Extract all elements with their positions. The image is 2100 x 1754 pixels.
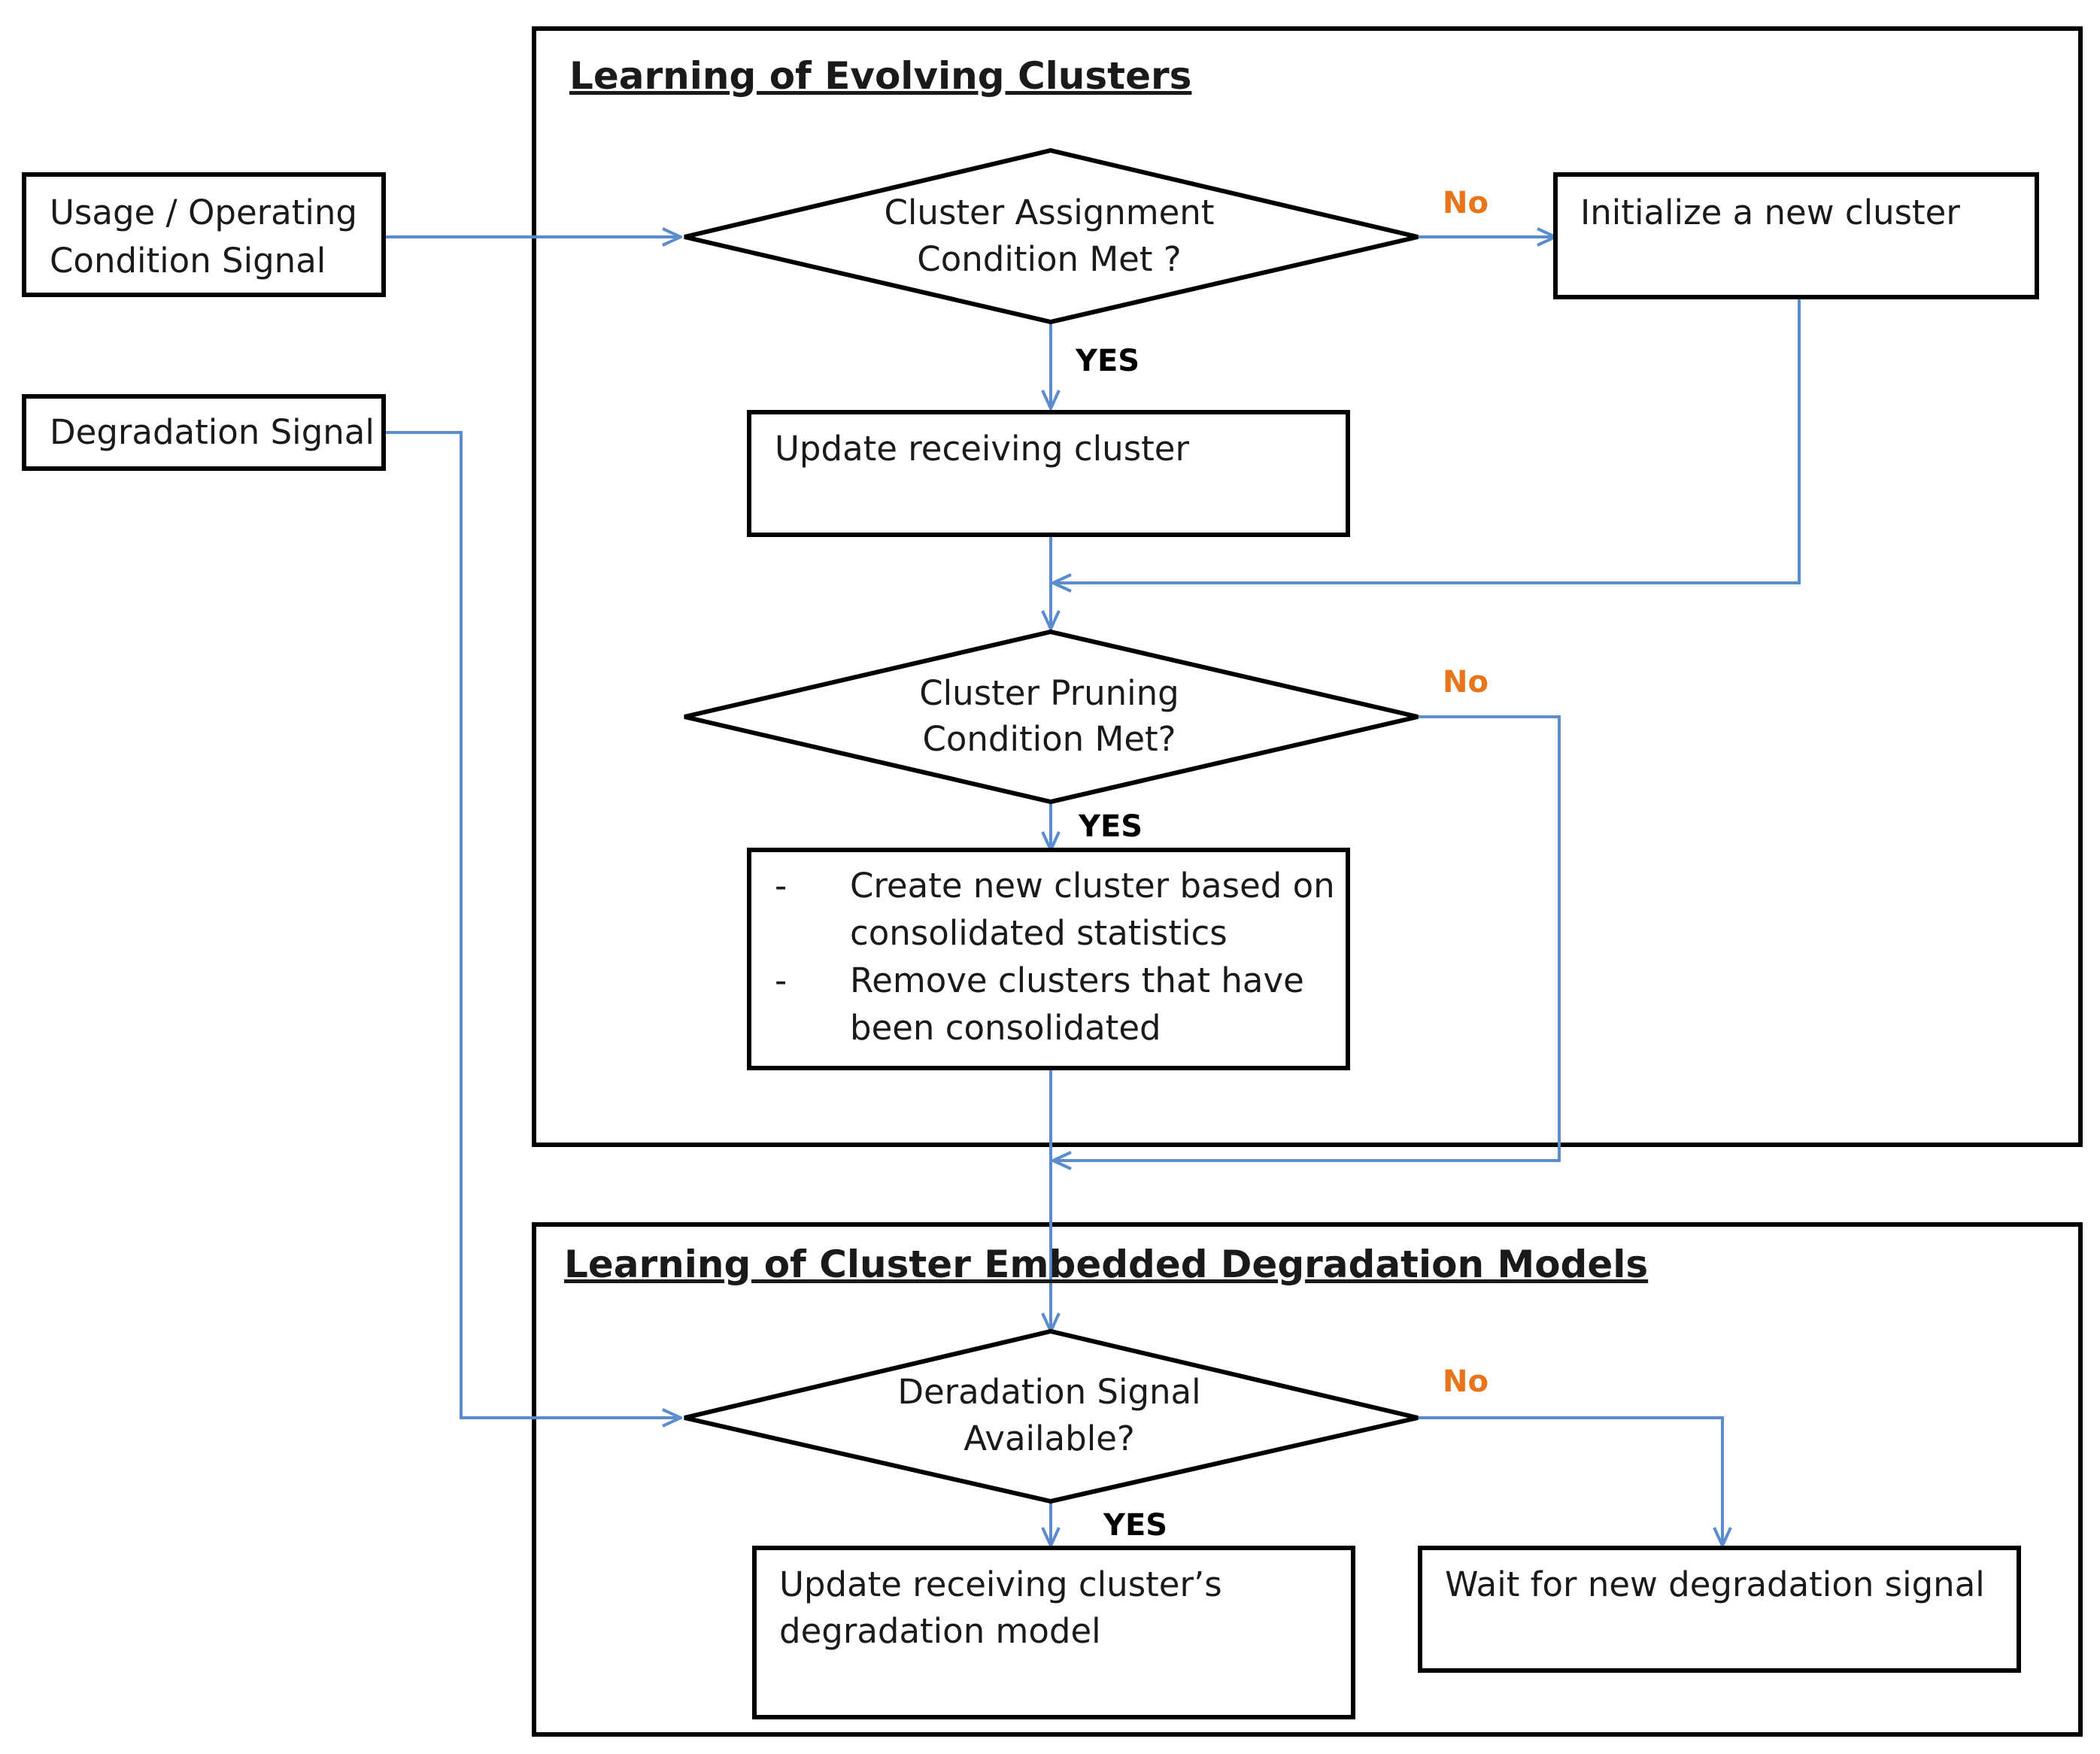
assignment-no-label: No bbox=[1443, 186, 1489, 220]
usage-signal-label-line2: Condition Signal bbox=[50, 241, 326, 281]
pruning-action2-line1: Remove clusters that have bbox=[850, 960, 1304, 1000]
pruning-decision-line2: Condition Met? bbox=[922, 719, 1176, 759]
pruning-yes-label: YES bbox=[1078, 809, 1143, 844]
pruning-actions-box bbox=[747, 848, 1350, 1070]
arrow-signal-no bbox=[1418, 1416, 1722, 1546]
assignment-decision bbox=[684, 147, 1419, 325]
pruning-bullet-1: - bbox=[775, 866, 787, 906]
signal-yes-label: YES bbox=[1103, 1508, 1167, 1543]
update-cluster-label: Update receiving cluster bbox=[775, 429, 1189, 469]
degradation-models-frame bbox=[532, 1222, 2083, 1737]
pruning-no-label: No bbox=[1443, 665, 1489, 699]
signal-decision bbox=[684, 1328, 1419, 1504]
pruning-action1-line2: consolidated statistics bbox=[850, 913, 1228, 953]
signal-decision-line1: Deradation Signal bbox=[897, 1372, 1200, 1412]
update-cluster-box bbox=[747, 410, 1350, 537]
signal-no-label: No bbox=[1443, 1364, 1489, 1399]
pruning-action2-line2: been consolidated bbox=[850, 1008, 1161, 1048]
arrow-pruning-no bbox=[1053, 715, 1561, 1161]
wait-signal-label: Wait for new degradation signal bbox=[1445, 1564, 1985, 1604]
usage-signal-box bbox=[22, 172, 386, 297]
signal-decision-line2: Available? bbox=[964, 1419, 1135, 1458]
update-model-line2: degradation model bbox=[779, 1611, 1101, 1651]
arrow-degradation-to-signal bbox=[385, 431, 681, 1418]
pruning-action1-line1: Create new cluster based on bbox=[850, 866, 1335, 906]
initialize-cluster-label: Initialize a new cluster bbox=[1580, 193, 1960, 232]
pruning-bullet-2: - bbox=[775, 960, 787, 1000]
pruning-decision-line1: Cluster Pruning bbox=[919, 673, 1179, 713]
evolving-clusters-title: Learning of Evolving Clusters bbox=[569, 54, 1191, 98]
degradation-models-title: Learning of Cluster Embedded Degradation… bbox=[564, 1243, 1648, 1286]
degradation-signal-box bbox=[22, 394, 386, 471]
update-model-line1: Update receiving cluster’s bbox=[779, 1564, 1222, 1604]
initialize-cluster-box bbox=[1553, 172, 2039, 299]
pruning-decision bbox=[684, 629, 1419, 805]
assignment-yes-label: YES bbox=[1075, 344, 1140, 378]
assignment-decision-line2: Condition Met ? bbox=[917, 239, 1181, 279]
update-model-box bbox=[752, 1546, 1355, 1719]
assignment-decision-line1: Cluster Assignment bbox=[885, 193, 1215, 232]
wait-signal-box bbox=[1418, 1546, 2021, 1673]
degradation-signal-label: Degradation Signal bbox=[50, 412, 375, 452]
evolving-clusters-frame bbox=[532, 26, 2083, 1147]
usage-signal-label-line1: Usage / Operating bbox=[50, 193, 357, 232]
arrow-initialize-merge bbox=[1053, 297, 1801, 583]
